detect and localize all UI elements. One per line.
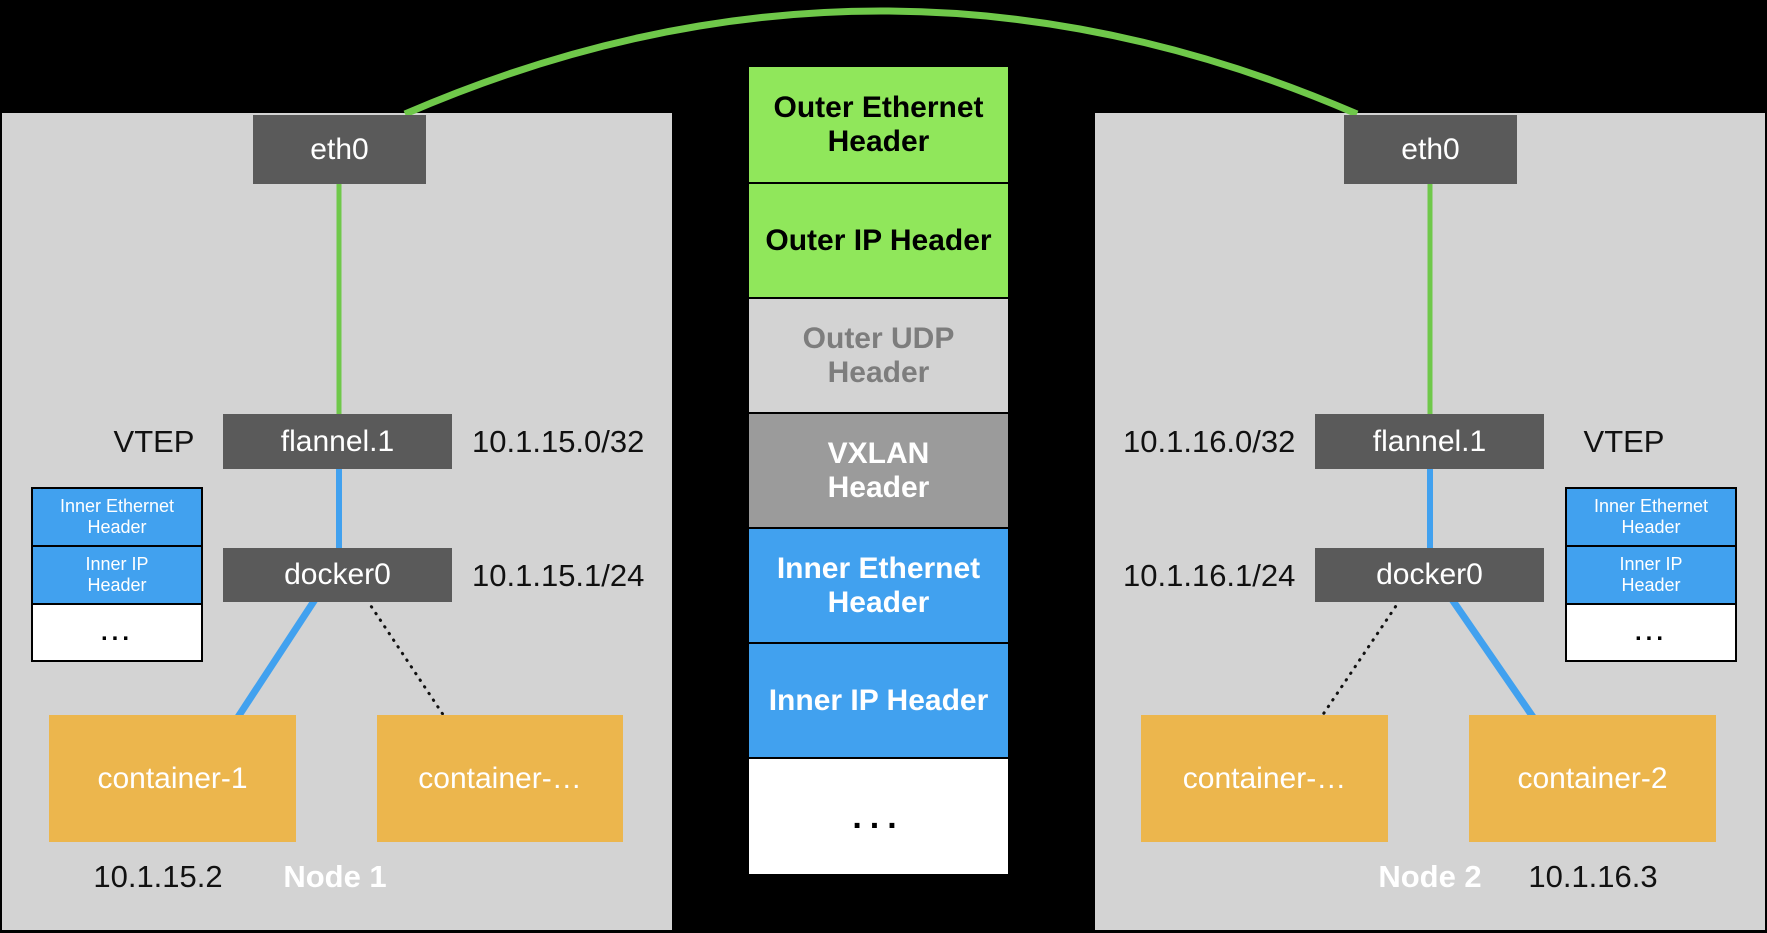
node2-docker-bridge: docker0 <box>1315 548 1544 602</box>
vxlan-header-label: VXLAN Header <box>827 436 930 504</box>
vxlan-header-segment: VXLAN Header <box>749 412 1008 527</box>
node2-flannel-ip: 10.1.16.0/32 <box>1123 424 1296 459</box>
payload-ellipsis-label: ... <box>852 797 905 836</box>
node1-inner-ellipsis-cell: ... <box>33 605 201 660</box>
node2-flannel-interface: flannel.1 <box>1315 414 1544 469</box>
node2-inner-ip-header-label: Inner IP Header <box>1619 554 1683 595</box>
node1-vtep-label: VTEP <box>113 424 195 459</box>
node1-inner-ethernet-header-cell: Inner Ethernet Header <box>33 489 201 547</box>
inner-ethernet-header-segment: Inner Ethernet Header <box>749 527 1008 642</box>
vxlan-packet-stack: Outer Ethernet Header Outer IP Header Ou… <box>749 67 1008 874</box>
node1-container-more-label: container-… <box>418 761 582 795</box>
node2-docker-ip: 10.1.16.1/24 <box>1123 558 1296 593</box>
node2-eth0-label: eth0 <box>1401 132 1460 166</box>
node2-name-label: Node 2 <box>1378 859 1482 894</box>
node1-container-1-ip: 10.1.15.2 <box>93 859 223 894</box>
node1-inner-ip-header-label: Inner IP Header <box>85 554 149 595</box>
node1-flannel-ip: 10.1.15.0/32 <box>472 424 645 459</box>
node1-eth0-label: eth0 <box>310 132 369 166</box>
node2-flannel-label: flannel.1 <box>1372 424 1487 458</box>
node1-name-label: Node 1 <box>283 859 387 894</box>
node1-docker-ip: 10.1.15.1/24 <box>472 558 645 593</box>
node1-inner-packet-stack: Inner Ethernet Header Inner IP Header ..… <box>31 487 203 662</box>
outer-ip-header-label: Outer IP Header <box>765 223 992 257</box>
node2: eth0 10.1.16.0/32 flannel.1 VTEP docker0… <box>1095 113 1765 930</box>
node1-container-1: container-1 <box>49 715 296 842</box>
node1-flannel-label: flannel.1 <box>280 424 395 458</box>
node2-docker-label: docker0 <box>1376 558 1483 591</box>
node2-inner-ip-header-cell: Inner IP Header <box>1567 547 1735 605</box>
node2-inner-ellipsis-label: ... <box>1634 619 1667 646</box>
node2-inner-ethernet-header-cell: Inner Ethernet Header <box>1567 489 1735 547</box>
outer-ethernet-header-segment: Outer Ethernet Header <box>749 67 1008 182</box>
outer-ethernet-header-label: Outer Ethernet Header <box>773 90 984 158</box>
node2-eth0-interface: eth0 <box>1344 115 1517 184</box>
node1-docker-bridge: docker0 <box>223 548 452 602</box>
inner-ip-header-label: Inner IP Header <box>768 683 989 717</box>
node2-container-2: container-2 <box>1469 715 1716 842</box>
node1-inner-ellipsis-label: ... <box>100 619 133 646</box>
node2-container-more-label: container-… <box>1182 761 1347 795</box>
node1-inner-ethernet-header-label: Inner Ethernet Header <box>59 496 175 537</box>
inner-ip-header-segment: Inner IP Header <box>749 642 1008 757</box>
node1-docker-label: docker0 <box>284 558 391 591</box>
node1: eth0 VTEP flannel.1 10.1.15.0/32 docker0… <box>2 113 672 930</box>
outer-ip-header-segment: Outer IP Header <box>749 182 1008 297</box>
node1-eth0-interface: eth0 <box>253 115 426 184</box>
outer-udp-header-segment: Outer UDP Header <box>749 297 1008 412</box>
inner-ethernet-header-label: Inner Ethernet Header <box>776 551 981 619</box>
node2-inner-ellipsis-cell: ... <box>1567 605 1735 660</box>
node2-vtep-label: VTEP <box>1583 424 1665 459</box>
node2-inner-packet-stack: Inner Ethernet Header Inner IP Header ..… <box>1565 487 1737 662</box>
node1-container-1-label: container-1 <box>97 761 248 795</box>
node2-container-2-ip: 10.1.16.3 <box>1528 859 1658 894</box>
node1-inner-ip-header-cell: Inner IP Header <box>33 547 201 605</box>
node2-inner-ethernet-header-label: Inner Ethernet Header <box>1593 496 1709 537</box>
node2-container-more: container-… <box>1141 715 1388 842</box>
outer-udp-header-label: Outer UDP Header <box>802 321 955 389</box>
node1-container-more: container-… <box>377 715 623 842</box>
node2-container-2-label: container-2 <box>1517 761 1668 795</box>
node1-flannel-interface: flannel.1 <box>223 414 452 469</box>
payload-ellipsis-segment: ... <box>749 757 1008 874</box>
